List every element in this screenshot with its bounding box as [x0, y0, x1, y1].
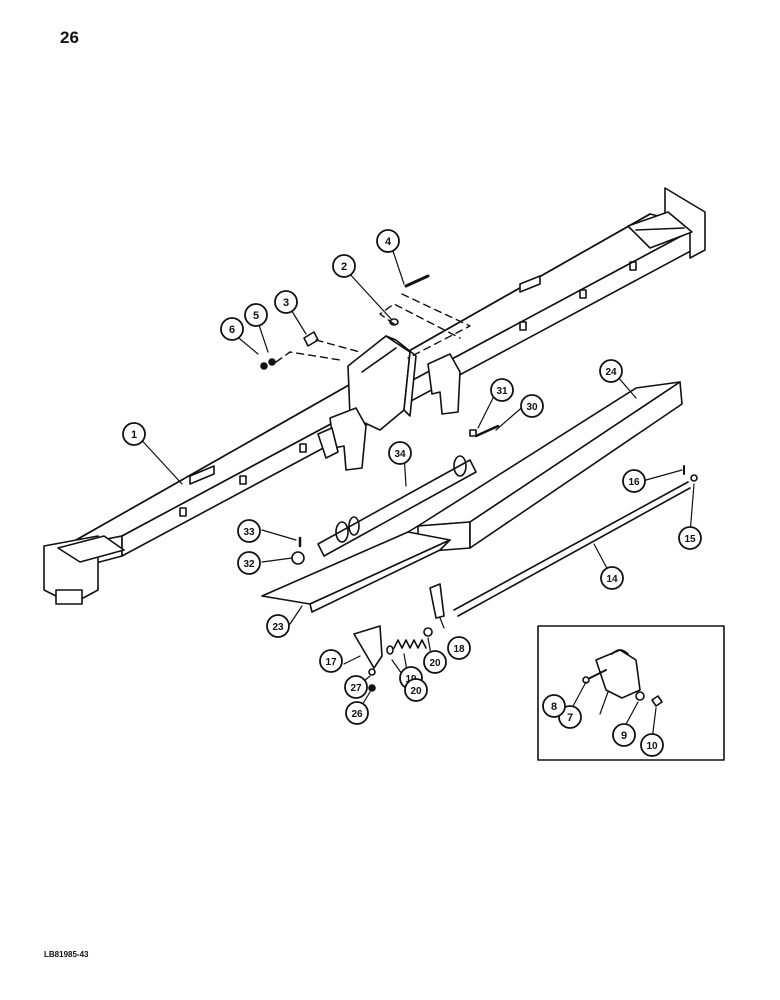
callout-c3: 3: [274, 290, 298, 314]
callout-number: 17: [325, 657, 337, 668]
page-number: 26: [60, 28, 79, 47]
callout-circle: [319, 649, 343, 673]
callout-c24: 24: [599, 359, 623, 383]
assembly-lines: [275, 293, 471, 363]
callout-number: 14: [606, 574, 618, 585]
callout-number: 4: [385, 236, 392, 248]
callout-c20b: 20: [404, 678, 428, 702]
callout-c6: 6: [220, 317, 244, 341]
callout-c8: 8: [542, 694, 566, 718]
callout-number: 7: [567, 712, 573, 724]
callout-c2: 2: [332, 254, 356, 278]
callout-number: 6: [229, 324, 235, 336]
callout-circle: [237, 551, 261, 575]
main-beam: [43, 187, 706, 605]
crossbar: [261, 381, 683, 613]
callout-c30: 30: [520, 394, 544, 418]
callout-circle: [332, 254, 356, 278]
callout-circle: [622, 469, 646, 493]
callout-number: 31: [496, 386, 508, 397]
callout-number: 27: [350, 683, 362, 694]
figure-code: LB81985-43: [44, 950, 89, 959]
callout-number: 30: [526, 402, 538, 413]
hardware: [260, 274, 698, 692]
callout-circle: [237, 519, 261, 543]
callout-number: 24: [605, 367, 617, 378]
callout-c31: 31: [490, 378, 514, 402]
callout-circle: [220, 317, 244, 341]
callout-c5: 5: [244, 303, 268, 327]
callout-circle: [599, 359, 623, 383]
callout-c18: 18: [447, 636, 471, 660]
callout-number: 26: [351, 709, 363, 720]
callout-c9: 9: [612, 723, 636, 747]
callout-circle: [640, 733, 664, 757]
callout-c26: 26: [345, 701, 369, 725]
callout-circle: [678, 526, 702, 550]
callout-circle: [520, 394, 544, 418]
callout-c10: 10: [640, 733, 664, 757]
callout-circle: [542, 694, 566, 718]
callout-c32: 32: [237, 551, 261, 575]
callout-number: 16: [628, 477, 640, 488]
callout-circle: [376, 229, 400, 253]
callout-c20a: 20: [423, 650, 447, 674]
callout-number: 5: [253, 310, 259, 322]
callout-c15: 15: [678, 526, 702, 550]
callout-c17: 17: [319, 649, 343, 673]
callout-circle: [122, 422, 146, 446]
callout-c23: 23: [266, 614, 290, 638]
callout-number: 20: [429, 658, 441, 669]
callout-c14: 14: [600, 566, 624, 590]
callout-number: 1: [131, 429, 137, 441]
callout-circle: [600, 566, 624, 590]
inset-detail: [537, 625, 725, 761]
shaft: [317, 455, 477, 557]
callout-circle: [345, 701, 369, 725]
callout-number: 33: [243, 527, 255, 538]
callout-circle: [404, 678, 428, 702]
callout-c4: 4: [376, 229, 400, 253]
callout-number: 3: [283, 297, 289, 309]
callout-number: 23: [272, 622, 284, 633]
callout-c34: 34: [388, 441, 412, 465]
callout-circle: [244, 303, 268, 327]
callout-c27: 27: [344, 675, 368, 699]
callout-circle: [447, 636, 471, 660]
rod: [453, 481, 691, 617]
callout-circle: [344, 675, 368, 699]
callout-number: 32: [243, 559, 255, 570]
callout-number: 18: [453, 644, 465, 655]
callout-circle: [274, 290, 298, 314]
callout-circle: [490, 378, 514, 402]
callout-number: 20: [410, 686, 422, 697]
callout-number: 34: [394, 449, 406, 460]
callout-number: 8: [551, 701, 557, 713]
callout-c1: 1: [122, 422, 146, 446]
callout-bubbles: 1234567891014151617181920202324262730313…: [122, 229, 702, 757]
callout-circle: [423, 650, 447, 674]
callout-number: 2: [341, 261, 347, 273]
callout-number: 10: [646, 741, 658, 752]
callout-circle: [388, 441, 412, 465]
callout-number: 15: [684, 534, 696, 545]
callout-c33: 33: [237, 519, 261, 543]
callout-c16: 16: [622, 469, 646, 493]
callout-number: 9: [621, 730, 627, 742]
callout-circle: [266, 614, 290, 638]
callout-circle: [612, 723, 636, 747]
